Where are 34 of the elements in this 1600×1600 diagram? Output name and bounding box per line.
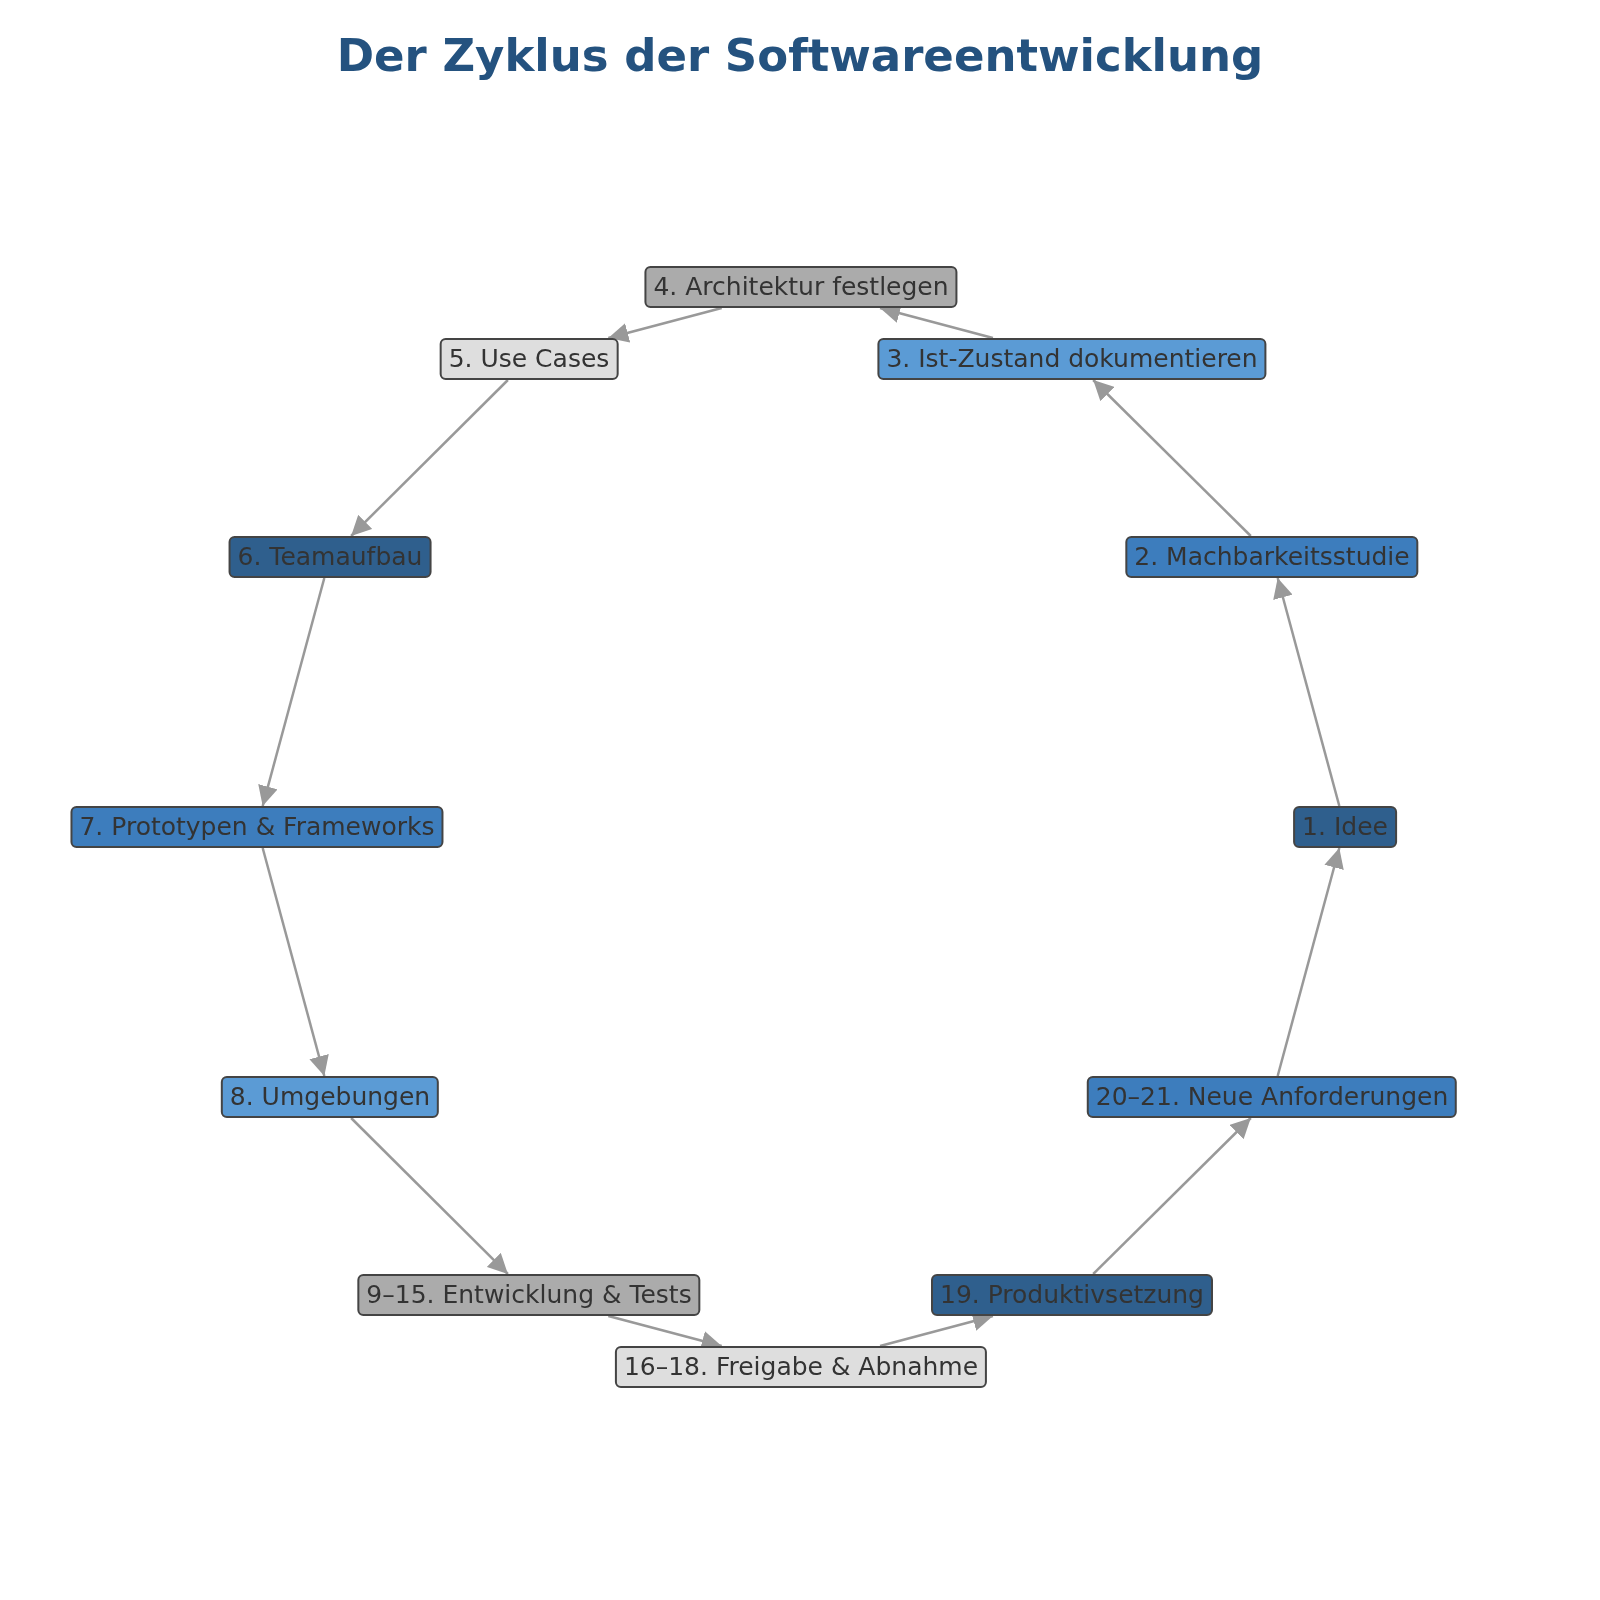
process-box	[70, 806, 444, 848]
process-box	[644, 266, 958, 308]
diagram-title: Der Zyklus der Softwareentwicklung	[336, 28, 1264, 84]
process-box	[1086, 1076, 1458, 1118]
process-box	[877, 338, 1267, 380]
arrow	[608, 306, 722, 343]
process-box	[220, 1076, 440, 1118]
step-label: 4. Architektur festlegen	[653, 272, 949, 301]
arrow	[1276, 847, 1344, 1077]
step-label: 3. Ist-Zustand dokumentieren	[886, 344, 1258, 373]
step-label: 9–15. Entwicklung & Tests	[366, 1280, 692, 1309]
step-label: 5. Use Cases	[448, 344, 610, 373]
process-box	[931, 1274, 1213, 1316]
step-label: 19. Produktivsetzung	[940, 1280, 1204, 1309]
step-label: 1. Idee	[1302, 812, 1388, 841]
arrow	[261, 847, 329, 1077]
process-box	[357, 1274, 701, 1316]
step-label: 20–21. Neue Anforderungen	[1095, 1082, 1449, 1111]
step-label: 2. Machbarkeitsstudie	[1134, 542, 1410, 571]
arrow	[350, 1117, 509, 1275]
step-label: 7. Prototypen & Frameworks	[79, 812, 435, 841]
arrow	[1273, 577, 1341, 807]
step-label: 16–18. Freigabe & Abnahme	[623, 1352, 979, 1381]
step-label: 8. Umgebungen	[229, 1082, 431, 1111]
process-box	[1293, 806, 1397, 848]
arrow	[1092, 379, 1252, 537]
process-box	[439, 338, 619, 380]
arrow	[350, 379, 509, 537]
process-box	[614, 1346, 988, 1388]
process-box	[1125, 536, 1419, 578]
step-label: 6. Teamaufbau	[237, 542, 423, 571]
process-box	[228, 536, 432, 578]
arrow	[1092, 1117, 1252, 1275]
arrow	[258, 577, 326, 807]
